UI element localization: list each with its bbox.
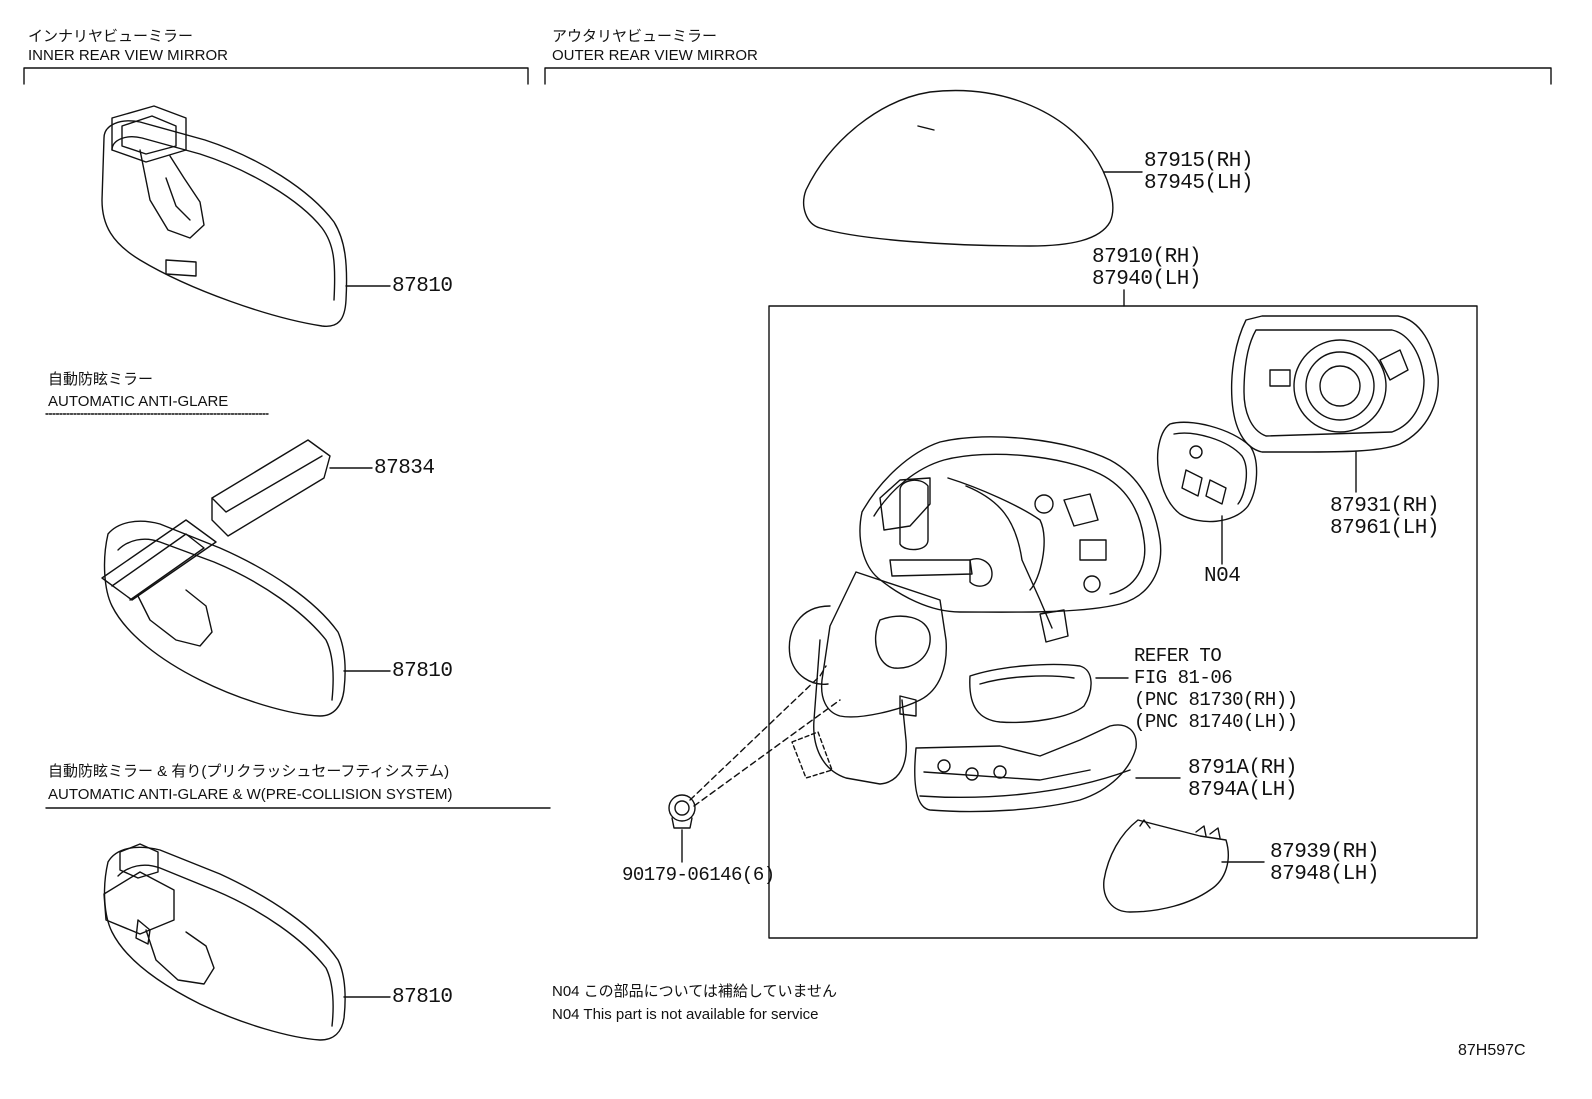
part-label-87910: 87910(RH) bbox=[1092, 246, 1201, 269]
inner-mirror-heading-jp: インナリヤビューミラー bbox=[28, 28, 194, 45]
refer-label-line3: (PNC 81730(RH)) bbox=[1134, 689, 1298, 711]
bottom-cover bbox=[1104, 820, 1229, 912]
assembly-box bbox=[769, 306, 1477, 938]
auto-antiglare-heading-en: AUTOMATIC ANTI-GLARE bbox=[48, 393, 229, 410]
refer-label-line4: (PNC 81740(LH)) bbox=[1134, 711, 1298, 733]
outer-section-bracket bbox=[545, 68, 1551, 84]
part-label-8791A: 8791A(RH) bbox=[1188, 757, 1297, 780]
mirror-glass bbox=[1232, 316, 1439, 452]
part-label-87931: 87931(RH) bbox=[1330, 495, 1439, 518]
screw bbox=[669, 795, 695, 828]
part-label-87810-b: 87810 bbox=[392, 660, 453, 683]
lower-cover bbox=[915, 725, 1136, 812]
figure-code: 87H597C bbox=[1458, 1042, 1526, 1059]
turn-signal-lamp bbox=[970, 664, 1091, 722]
part-label-87915: 87915(RH) bbox=[1144, 150, 1253, 173]
mirror-base bbox=[789, 572, 946, 784]
refer-label-line1: REFER TO bbox=[1134, 645, 1222, 667]
part-label-87810-a: 87810 bbox=[392, 275, 453, 298]
inner-mirror-3 bbox=[104, 844, 345, 1040]
note-en: N04 This part is not available for servi… bbox=[552, 1006, 819, 1023]
inner-mirror-1 bbox=[102, 106, 347, 326]
part-label-N04: N04 bbox=[1204, 565, 1241, 588]
auto-antiglare-heading-jp: 自動防眩ミラー bbox=[48, 371, 154, 388]
screw-dashed-leader bbox=[690, 666, 826, 800]
auto-antiglare-pcs-heading-en: AUTOMATIC ANTI-GLARE & W(PRE-COLLISION S… bbox=[48, 786, 453, 803]
mirror-body bbox=[860, 437, 1161, 642]
part-label-87810-c: 87810 bbox=[392, 986, 453, 1009]
refer-label-line2: FIG 81-06 bbox=[1134, 667, 1233, 689]
part-label-87961: 87961(LH) bbox=[1330, 517, 1439, 540]
part-label-87939: 87939(RH) bbox=[1270, 841, 1379, 864]
inner-mirror-2 bbox=[102, 440, 345, 716]
screw-dashed-leader-2 bbox=[694, 700, 840, 806]
part-label-8794A: 8794A(LH) bbox=[1188, 779, 1297, 802]
outer-mirror-heading-jp: アウタリヤビューミラー bbox=[552, 28, 718, 45]
note-jp: N04 この部品については補給していません bbox=[552, 983, 838, 1000]
actuator bbox=[1158, 422, 1257, 521]
inner-section-bracket bbox=[24, 68, 528, 84]
outer-mirror-heading-en: OUTER REAR VIEW MIRROR bbox=[552, 47, 758, 64]
part-label-90179: 90179-06146(6) bbox=[622, 864, 775, 886]
inner-mirror-heading-en: INNER REAR VIEW MIRROR bbox=[28, 47, 229, 64]
mirror-cover bbox=[804, 91, 1113, 246]
part-label-87834: 87834 bbox=[374, 457, 435, 480]
part-label-87940: 87940(LH) bbox=[1092, 268, 1201, 291]
part-label-87945: 87945(LH) bbox=[1144, 172, 1253, 195]
auto-antiglare-pcs-heading-jp: 自動防眩ミラー & 有り(プリクラッシュセーフティシステム) bbox=[48, 763, 450, 780]
part-label-87948: 87948(LH) bbox=[1270, 863, 1379, 886]
